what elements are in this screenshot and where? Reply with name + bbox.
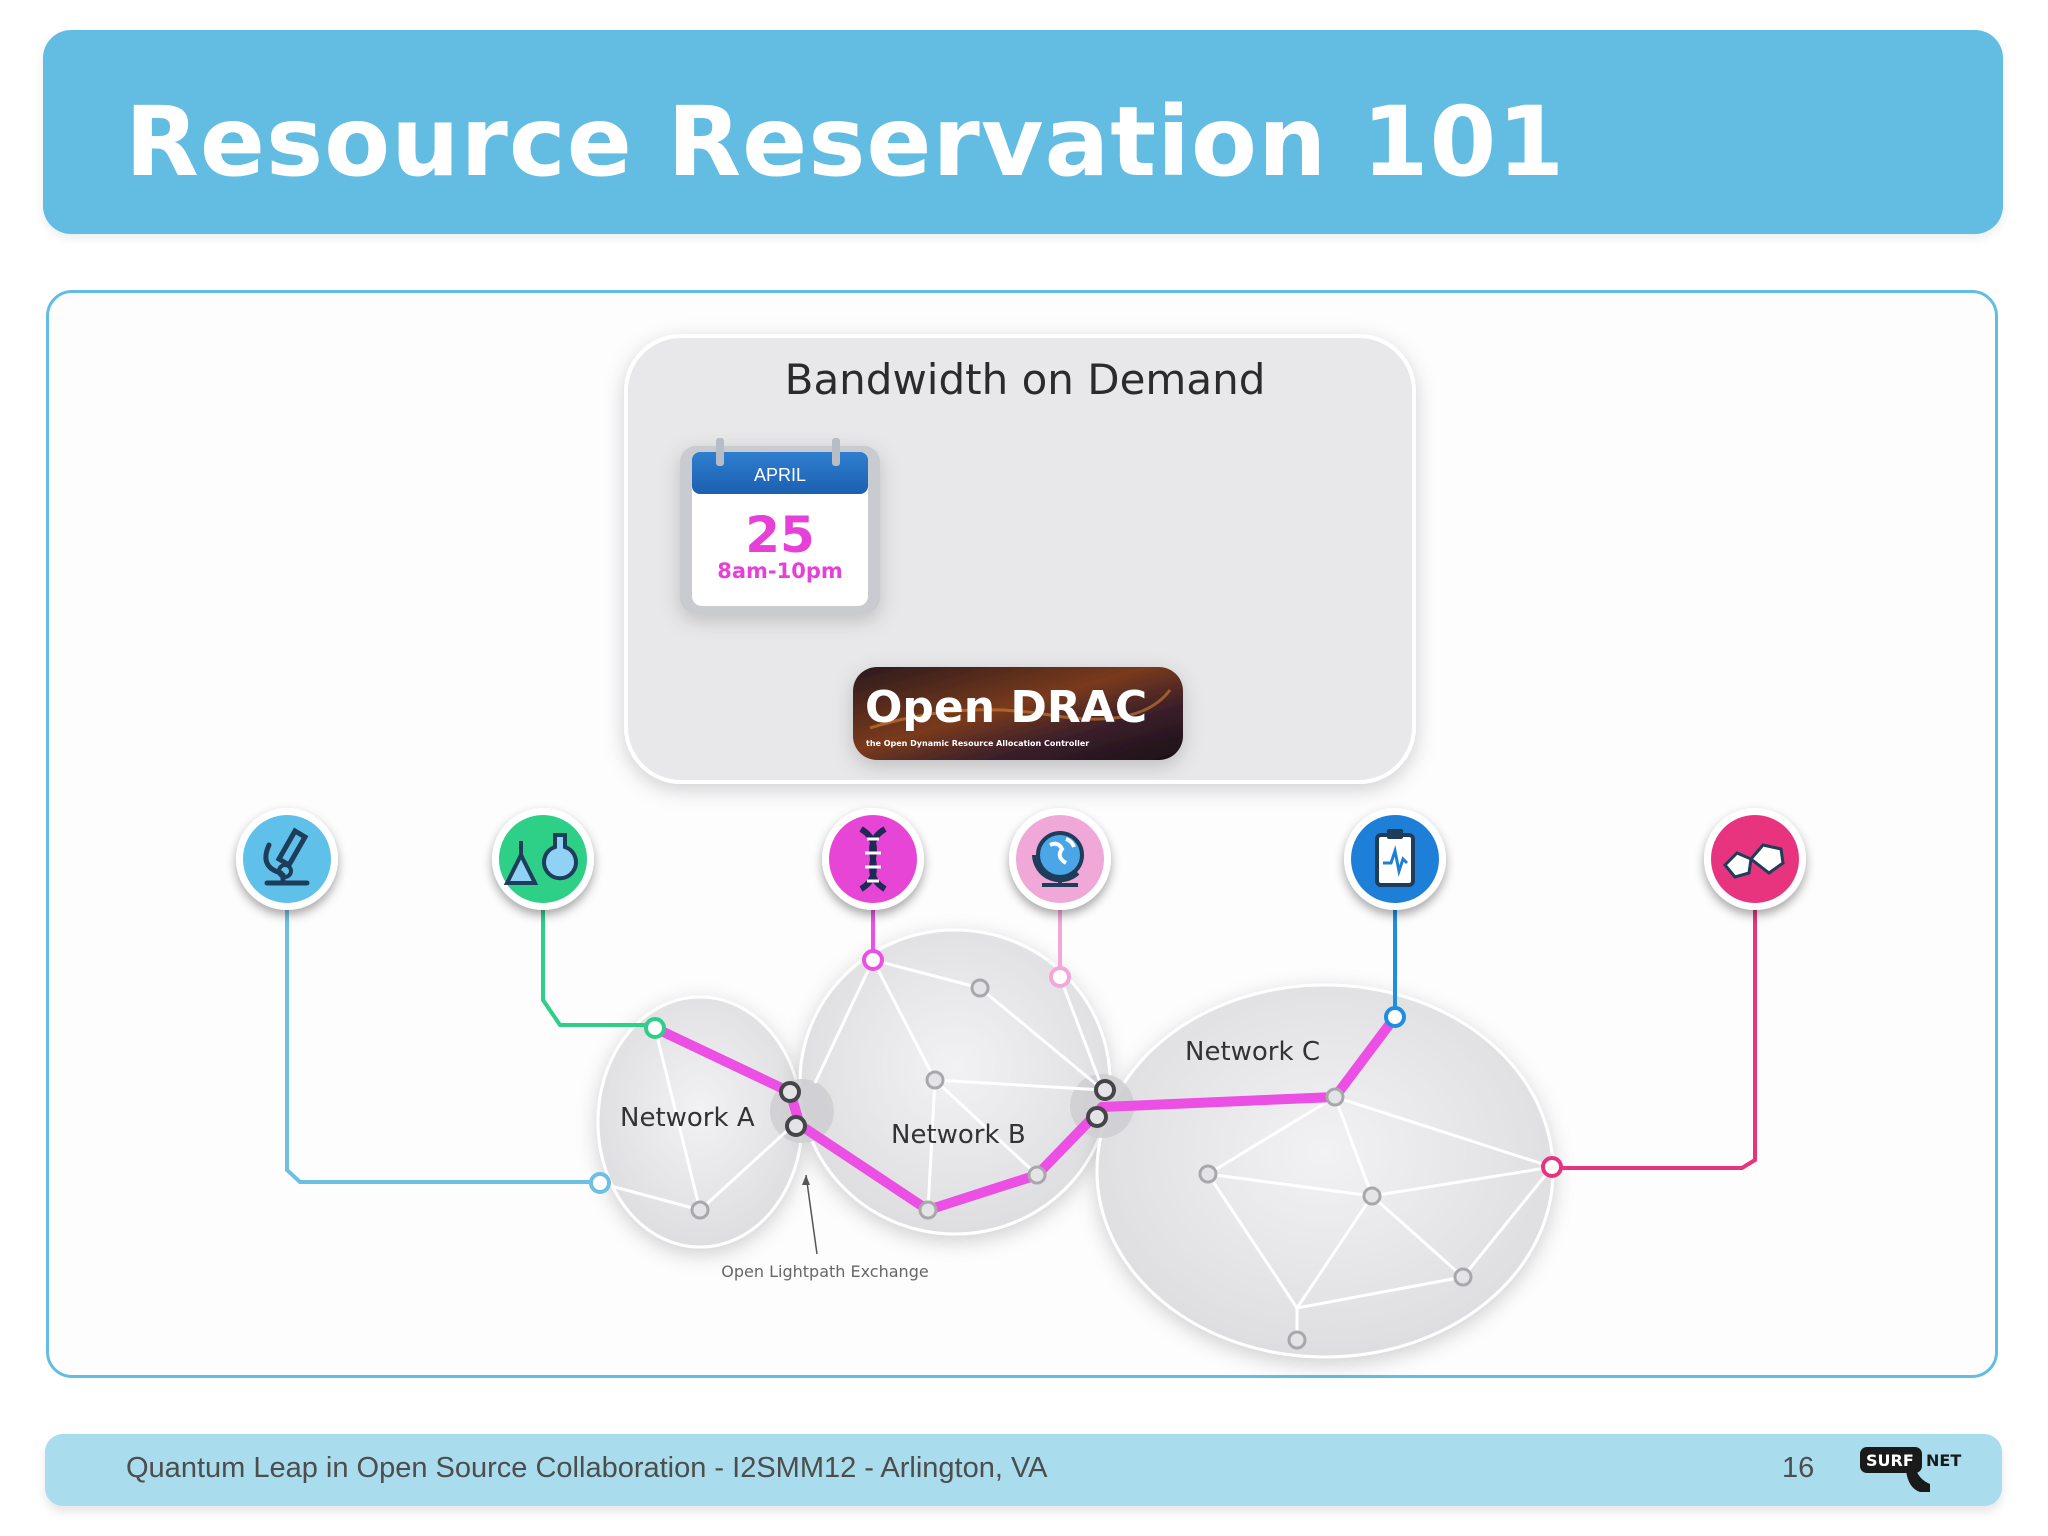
calendar-icon: APRIL 25 8am-10pm — [680, 438, 880, 614]
network-c-cloud — [1095, 983, 1555, 1359]
network-nodes — [589, 949, 1563, 1350]
medical-chart-icon[interactable] — [1344, 808, 1446, 910]
dna-icon[interactable] — [822, 808, 924, 910]
logo-left: SURF — [1866, 1451, 1914, 1470]
flask-icon[interactable] — [492, 808, 594, 910]
bod-heading: Bandwidth on Demand — [785, 355, 1266, 404]
page-number: 16 — [1782, 1452, 1815, 1484]
connector-lines — [285, 908, 1757, 1184]
slide-title: Resource Reservation 101 — [125, 86, 1566, 198]
network-a-label: Network A — [620, 1103, 755, 1133]
title-bar: Resource Reservation 101 — [43, 30, 2003, 234]
calendar-time: 8am-10pm — [717, 559, 843, 583]
calendar-month: APRIL — [754, 465, 806, 485]
surfnet-logo: SURF NET — [1860, 1447, 1961, 1492]
opendrac-logo: Open DRAC the Open Dynamic Resource Allo… — [853, 667, 1183, 760]
logo-right: NET — [1926, 1451, 1961, 1470]
network-c-label: Network C — [1185, 1037, 1320, 1067]
network-clouds — [596, 928, 1555, 1359]
globe-icon[interactable] — [1009, 808, 1111, 910]
opendrac-tagline: the Open Dynamic Resource Allocation Con… — [866, 739, 1089, 748]
internal-links — [599, 958, 1554, 1340]
footer-bar: Quantum Leap in Open Source Collaboratio… — [45, 1434, 2002, 1506]
molecule-icon[interactable] — [1704, 808, 1806, 910]
bandwidth-on-demand-panel: Bandwidth on Demand APRIL 25 8am-10pm Op… — [624, 334, 1416, 784]
calendar-day: 25 — [745, 506, 815, 564]
footer-text: Quantum Leap in Open Source Collaboratio… — [126, 1452, 1048, 1484]
exchange-label: Open Lightpath Exchange — [721, 1262, 928, 1281]
network-b-label: Network B — [891, 1120, 1026, 1150]
microscope-icon[interactable] — [236, 808, 338, 910]
exchange-pointer — [805, 1174, 818, 1255]
opendrac-name: Open DRAC — [865, 682, 1147, 733]
